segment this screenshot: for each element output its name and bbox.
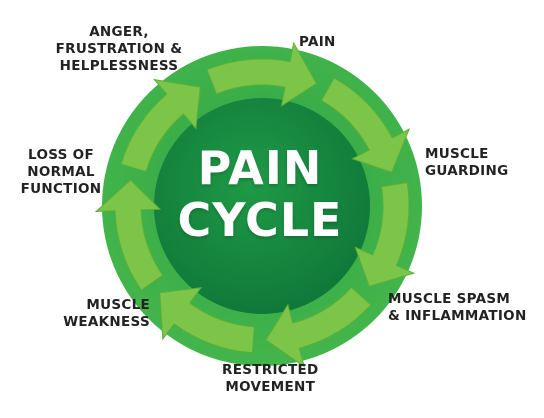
center-title-line-2: CYCLE: [177, 193, 343, 247]
cycle-arrows: [94, 41, 416, 368]
center-title-line-1: PAIN: [197, 141, 323, 195]
stage-label-anger-frustration: ANGER, FRUSTRATION & HELPLESSNESS: [55, 24, 183, 74]
stage-label-restricted-movement: RESTRICTED MOVEMENT: [222, 362, 319, 395]
stage-label-muscle-spasm: MUSCLE SPASM & INFLAMMATION: [388, 291, 527, 324]
cycle-arrow-muscle-guarding: [320, 77, 411, 173]
stage-label-pain: PAIN: [299, 34, 336, 50]
inner-circle: [154, 98, 370, 314]
cycle-arrow-loss-of-function: [94, 179, 164, 291]
cycle-arrow-restricted-movement: [265, 286, 372, 368]
stage-label-loss-of-function: LOSS OF NORMAL FUNCTION: [20, 147, 102, 197]
stage-label-muscle-guarding: MUSCLE GUARDING: [425, 146, 509, 179]
cycle-arrow-anger-frustration: [120, 78, 201, 173]
center-title: PAIN CYCLE: [150, 142, 370, 246]
cycle-arrow-muscle-spasm: [354, 182, 416, 288]
stage-label-muscle-weakness: MUSCLE WEAKNESS: [63, 297, 150, 330]
cycle-arrow-pain: [206, 41, 318, 107]
cycle-arrow-muscle-weakness: [159, 287, 255, 354]
